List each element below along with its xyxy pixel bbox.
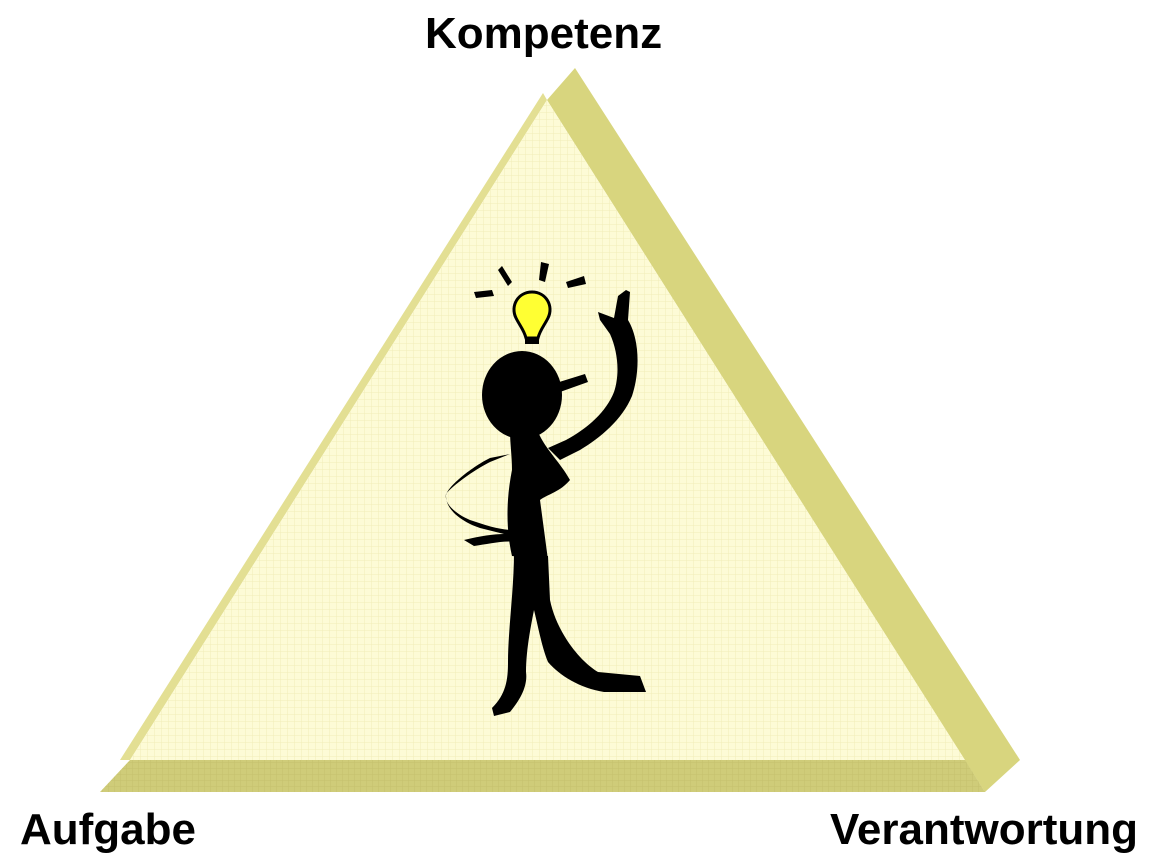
vertex-label-top: Kompetenz	[425, 9, 663, 58]
vertex-label-left: Aufgabe	[20, 805, 196, 854]
triangle-right-face	[547, 68, 1020, 792]
idea-person-icon	[445, 262, 646, 716]
vertex-label-right: Verantwortung	[830, 805, 1139, 854]
triangle-left-edge	[120, 93, 547, 760]
